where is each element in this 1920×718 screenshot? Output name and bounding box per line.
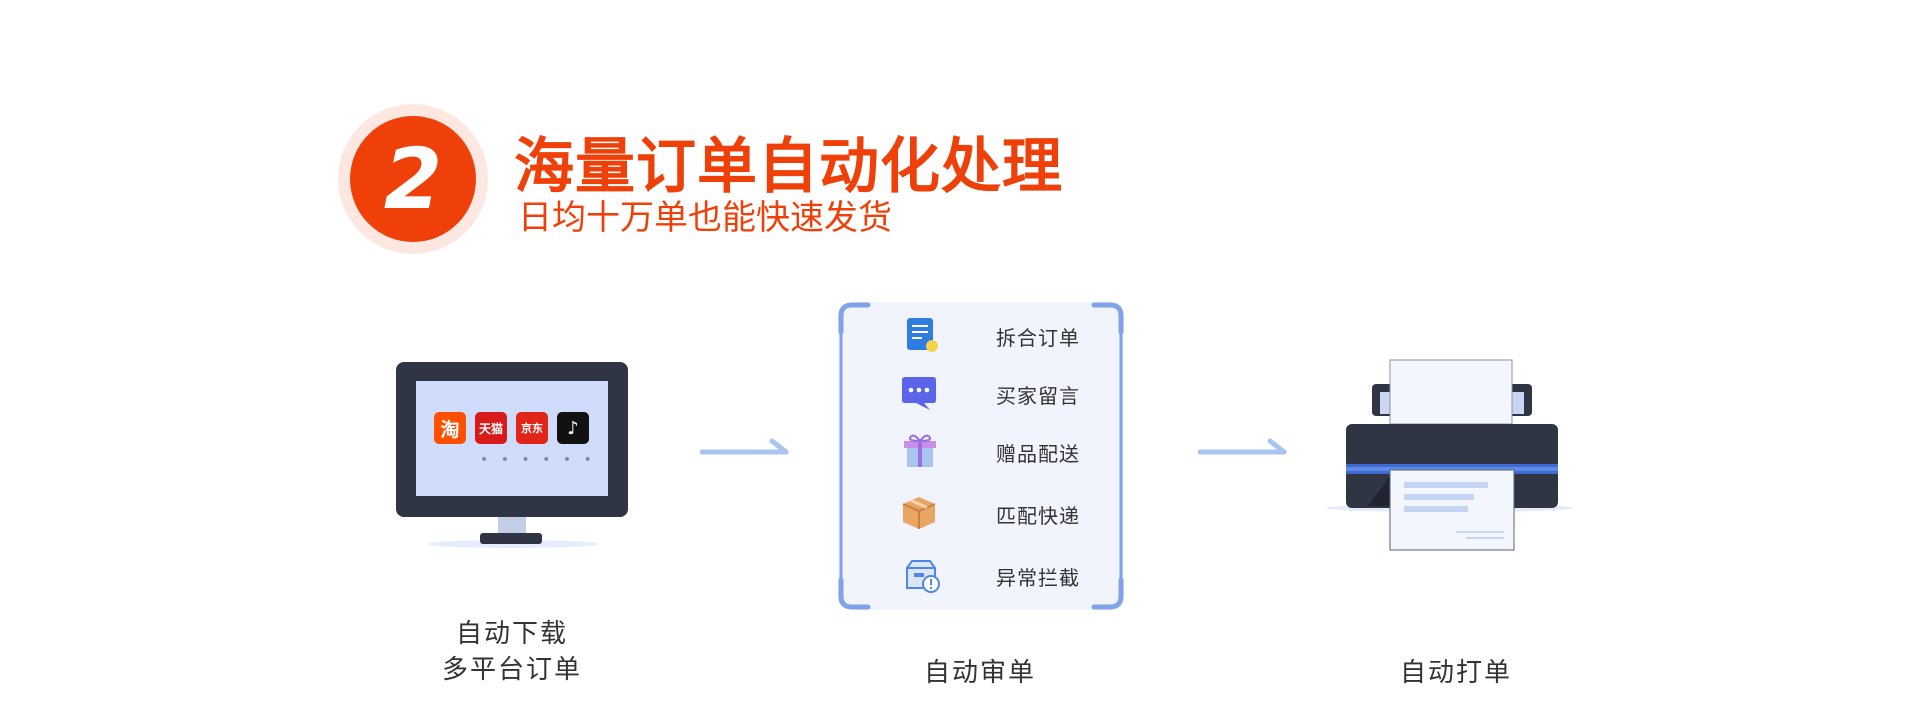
document-icon <box>907 318 938 352</box>
audit-item-gift-delivery: 赠品配送 <box>996 442 1080 466</box>
arrow-right-icon <box>700 438 789 455</box>
print-caption: 自动打单 <box>1399 658 1512 688</box>
package-icon <box>902 497 936 529</box>
monitor-shadow <box>428 540 598 548</box>
taobao-app-icon: 淘 <box>434 412 466 444</box>
audit-item-match-courier: 匹配快递 <box>996 504 1080 528</box>
download-caption-line2: 多平台订单 <box>441 655 582 685</box>
audit-panel <box>838 302 1124 610</box>
tiktok-app-icon: ♪ <box>557 412 589 444</box>
step-number: 2 <box>383 130 443 228</box>
tmall-app-icon: 天猫 <box>475 412 507 444</box>
printer-icon <box>1326 359 1574 551</box>
jd-app-icon: 京东 <box>516 412 548 444</box>
step-number-badge: 2 <box>350 116 476 242</box>
download-caption: 自动下载 多平台订单 <box>400 616 624 688</box>
audit-item-exception-intercept: 异常拦截 <box>996 566 1080 590</box>
box-alert-icon <box>906 560 940 593</box>
audit-item-split-merge: 拆合订单 <box>996 326 1080 350</box>
audit-caption: 自动审单 <box>923 658 1036 688</box>
chat-bubble-icon <box>902 377 936 410</box>
gift-icon <box>904 434 936 467</box>
page-title: 海量订单自动化处理 <box>514 132 1063 202</box>
audit-panel-frame <box>838 302 1124 610</box>
monitor-stand-base <box>480 533 542 544</box>
monitor-stand-neck <box>498 517 526 535</box>
more-apps-dots: • • • • • • <box>480 452 596 468</box>
page-subtitle: 日均十万单也能快速发货 <box>518 198 892 238</box>
arrow-right-icon <box>1198 438 1287 455</box>
download-caption-line1: 自动下载 <box>455 619 568 649</box>
audit-item-buyer-message: 买家留言 <box>996 384 1080 408</box>
